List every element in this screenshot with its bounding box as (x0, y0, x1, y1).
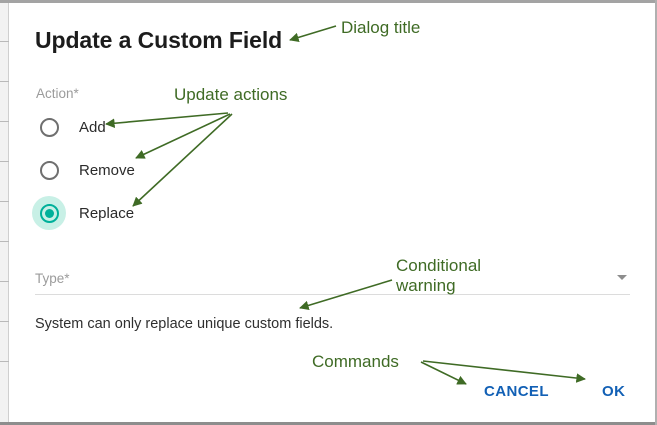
radio-circle-icon (39, 117, 59, 137)
left-scroll-rail[interactable] (0, 3, 9, 422)
page-title: Update a Custom Field (35, 27, 283, 53)
type-select[interactable]: Type* (35, 261, 630, 295)
radio-option-remove[interactable]: Remove (32, 153, 135, 187)
radio-option-add[interactable]: Add (32, 110, 106, 144)
radio-dot-icon (44, 208, 54, 218)
action-field-label: Action* (36, 86, 79, 101)
window-frame-bottom (0, 422, 657, 425)
radio-replace-control[interactable] (32, 196, 66, 230)
radio-dot-icon (45, 166, 54, 175)
radio-circle-icon (39, 203, 59, 223)
radio-replace-label: Replace (79, 204, 135, 222)
radio-dot-icon (45, 123, 54, 132)
radio-remove-label: Remove (79, 161, 135, 179)
radio-option-replace[interactable]: Replace (32, 196, 134, 230)
radio-remove-control[interactable] (32, 153, 66, 187)
chevron-down-icon[interactable] (617, 275, 627, 280)
radio-circle-icon (39, 160, 59, 180)
ok-button[interactable]: OK (602, 383, 626, 400)
conditional-warning-message: System can only replace unique custom fi… (35, 316, 334, 332)
cancel-button[interactable]: CANCEL (484, 383, 549, 400)
radio-add-control[interactable] (32, 110, 66, 144)
window-frame-right (655, 0, 657, 425)
window-frame-top (0, 0, 657, 3)
type-field-label: Type* (35, 271, 70, 286)
radio-add-label: Add (79, 118, 106, 136)
update-custom-field-dialog: Update a Custom Field Action* Add Remove (10, 3, 655, 422)
